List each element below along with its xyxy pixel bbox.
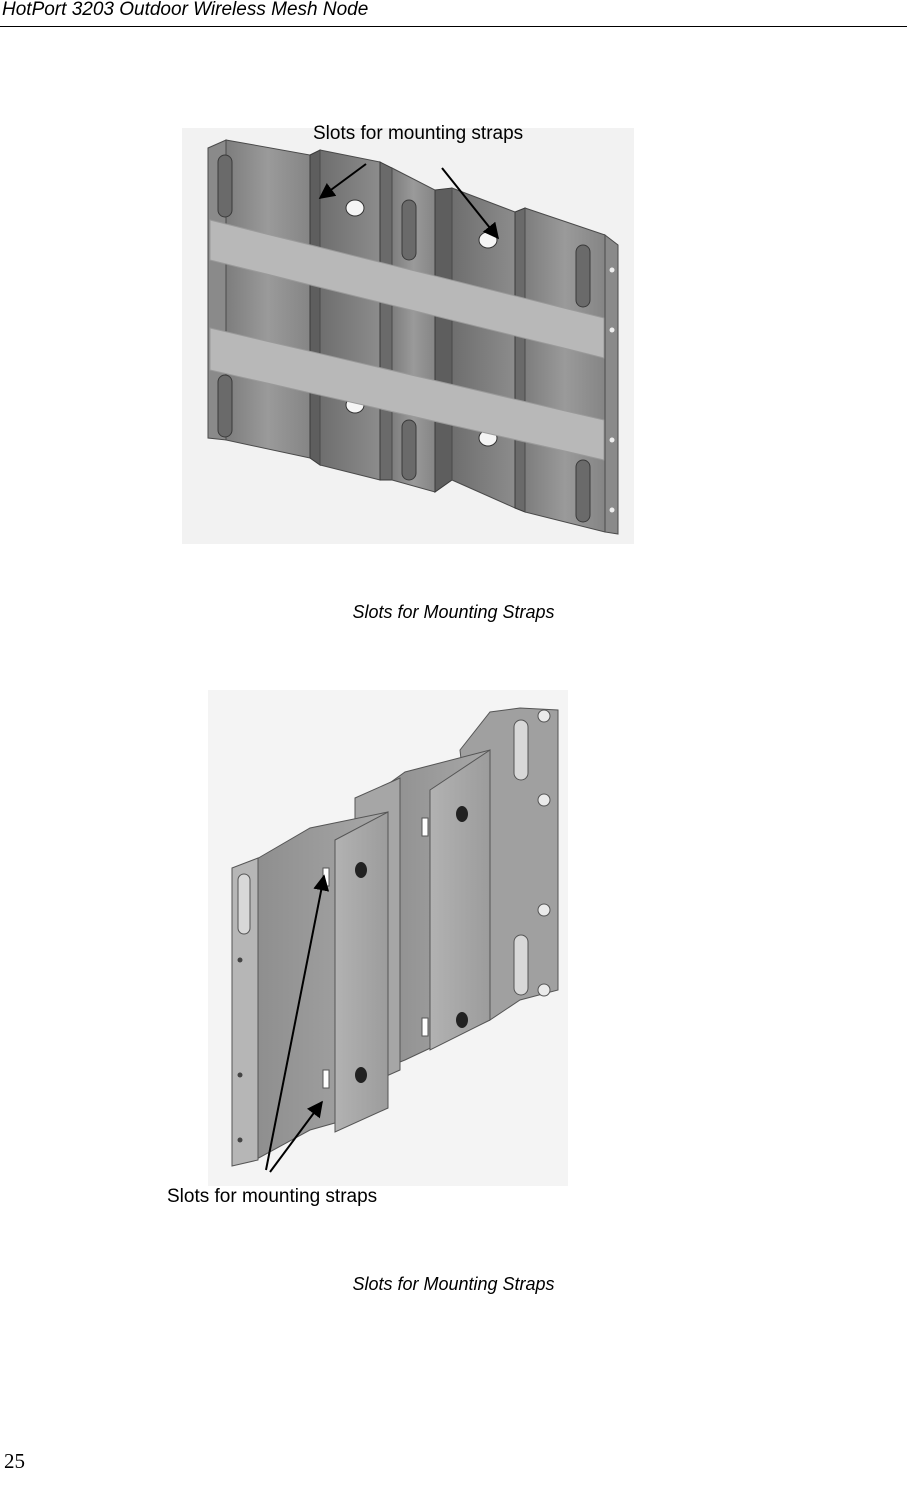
header-title: HotPort 3203 Outdoor Wireless Mesh Node (2, 0, 369, 20)
figure-bracket-isometric (160, 690, 580, 1190)
figure-bracket-front (180, 120, 640, 550)
figure1-caption: Slots for Mounting Straps (352, 602, 555, 622)
bracket-front-illustration (182, 128, 634, 544)
page-number: 25 (4, 1449, 25, 1473)
bracket-isometric-illustration (208, 690, 568, 1186)
figure1-callout: Slots for mounting straps (313, 123, 524, 144)
page-header: HotPort 3203 Outdoor Wireless Mesh Node (0, 0, 907, 27)
figure2-caption: Slots for Mounting Straps (352, 1274, 555, 1294)
figure2-callout: Slots for mounting straps (167, 1186, 378, 1207)
